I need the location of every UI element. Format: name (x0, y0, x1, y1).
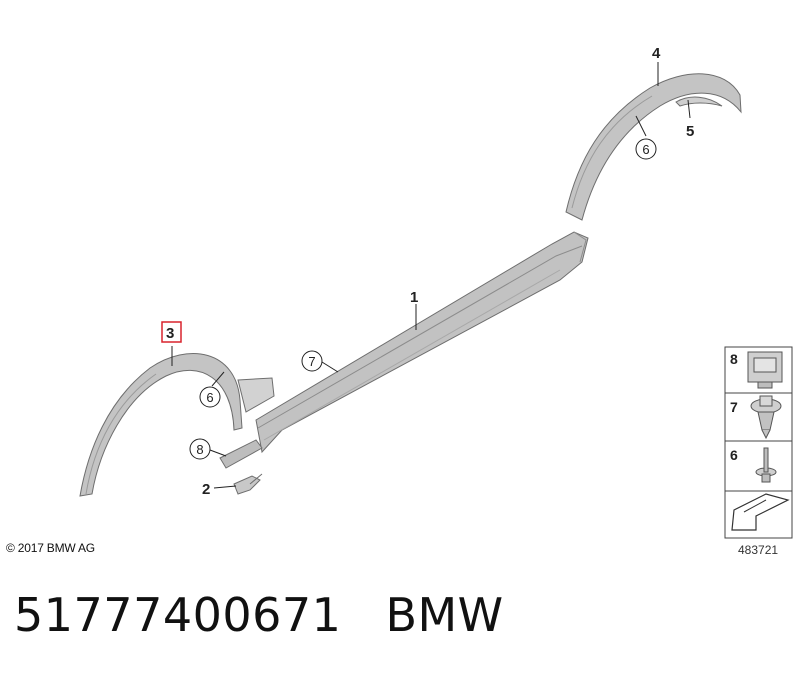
callout-1: 1 (410, 289, 418, 306)
callout-8-circle (189, 438, 211, 460)
callout-3: 3 (166, 325, 174, 342)
part-number-caption: 51777400671 BMW (14, 588, 504, 642)
brand-name: BMW (385, 588, 504, 642)
callout-6-rear-circle (635, 138, 657, 160)
legend-label-7: 7 (730, 399, 738, 415)
legend-label-6: 6 (730, 447, 738, 463)
legend-arrow-icon (731, 493, 790, 531)
front-wheel-arch-trim (79, 353, 275, 497)
legend-screw-6-icon (755, 447, 777, 483)
callout-6-front-circle (199, 386, 221, 408)
arch-cover-part (675, 96, 723, 107)
callout-5: 5 (686, 123, 694, 140)
legend-rivet-7-icon (750, 395, 782, 440)
fastener-legend: 8 7 6 (724, 346, 793, 539)
part-number: 51777400671 (14, 588, 342, 642)
callout-6-front: 6 (206, 390, 213, 405)
callout-3-highlight-box (161, 321, 182, 343)
leader-lines (171, 62, 691, 489)
side-sill-trim (255, 231, 589, 454)
copyright-notice: © 2017 BMW AG (6, 541, 95, 555)
callout-6-rear: 6 (642, 142, 649, 157)
bracket-part (233, 473, 263, 495)
legend-label-8: 8 (730, 351, 738, 367)
diagram-number: 483721 (738, 543, 779, 557)
sill-clip-part (219, 439, 263, 469)
rear-wheel-arch-trim (565, 73, 742, 221)
callout-4: 4 (652, 45, 661, 62)
legend-clip-8-icon (747, 351, 783, 389)
callout-7: 7 (308, 354, 315, 369)
callout-8: 8 (196, 442, 203, 457)
callout-7-circle (301, 350, 323, 372)
callout-2: 2 (202, 481, 210, 498)
